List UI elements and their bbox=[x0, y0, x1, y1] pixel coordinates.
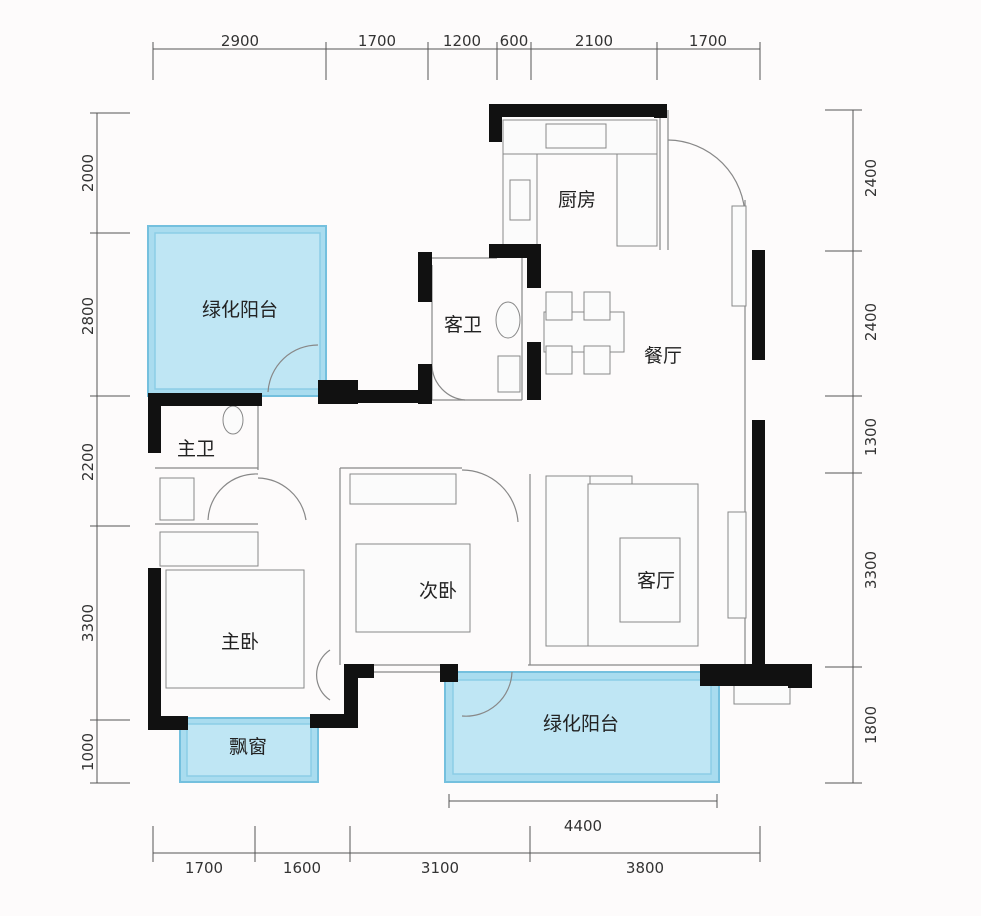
dim-bottom-2: 1600 bbox=[283, 859, 321, 877]
room-living: 客厅 bbox=[637, 570, 675, 592]
fixtures bbox=[159, 119, 791, 705]
dim-top-1: 2900 bbox=[221, 32, 259, 50]
room-master-bedroom: 主卧 bbox=[221, 631, 259, 653]
balconies bbox=[147, 225, 720, 783]
room-kitchen: 厨房 bbox=[558, 189, 596, 211]
room-master-bath: 主卫 bbox=[177, 438, 215, 460]
room-dining: 餐厅 bbox=[644, 345, 682, 367]
dim-bottom-1: 1700 bbox=[185, 859, 223, 877]
room-labels: 厨房 客卫 餐厅 绿化阳台 主卫 次卧 客厅 主卧 飘窗 绿化阳台 bbox=[177, 189, 682, 758]
dim-bottom-4: 3800 bbox=[626, 859, 664, 877]
dim-top-3: 1200 bbox=[443, 32, 481, 50]
dim-top-5: 2100 bbox=[575, 32, 613, 50]
dim-left-3: 2200 bbox=[79, 443, 97, 481]
dim-top-2: 1700 bbox=[358, 32, 396, 50]
room-balcony-bottom: 绿化阳台 bbox=[543, 713, 619, 735]
room-bay-window: 飘窗 bbox=[229, 736, 267, 758]
dim-bottom-3: 3100 bbox=[421, 859, 459, 877]
dim-right-5: 1800 bbox=[862, 706, 880, 744]
dim-left-2: 2800 bbox=[79, 297, 97, 335]
dim-left-1: 2000 bbox=[79, 154, 97, 192]
dim-right-3: 1300 bbox=[862, 418, 880, 456]
dimension-labels: 2900 1700 1200 600 2100 1700 4400 1700 1… bbox=[79, 32, 880, 877]
dim-right-2: 2400 bbox=[862, 303, 880, 341]
walls bbox=[148, 104, 812, 730]
room-balcony-top: 绿化阳台 bbox=[202, 299, 278, 321]
dim-bottom-inner: 4400 bbox=[564, 817, 602, 835]
dim-left-4: 3300 bbox=[79, 604, 97, 642]
dimension-lines bbox=[90, 42, 862, 862]
dim-top-6: 1700 bbox=[689, 32, 727, 50]
dim-left-5: 1000 bbox=[79, 733, 97, 771]
dim-right-4: 3300 bbox=[862, 551, 880, 589]
room-guest-bath: 客卫 bbox=[444, 314, 482, 336]
dim-top-4: 600 bbox=[500, 32, 529, 50]
room-second-bedroom: 次卧 bbox=[419, 580, 457, 602]
dim-right-1: 2400 bbox=[862, 159, 880, 197]
